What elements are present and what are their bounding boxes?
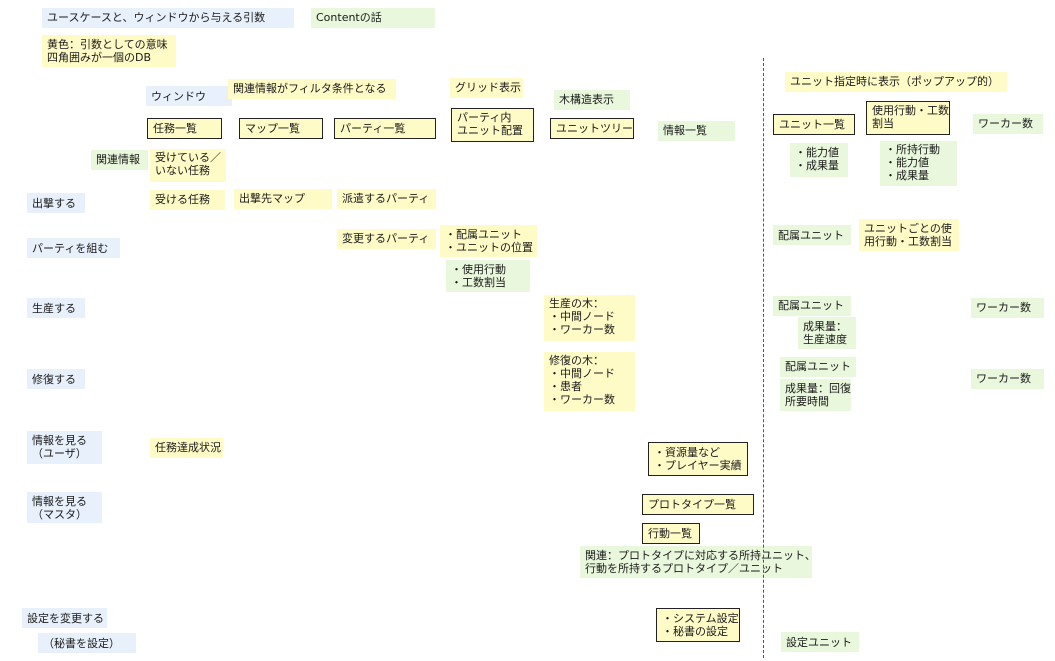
repair-tree-arg: 修復の木： ・中間ノード ・患者 ・ワーカー数 [544,352,635,411]
settings-info: ・システム設定 ・秘書の設定 [656,608,740,642]
worker-count-header: ワーカー数 [973,114,1043,134]
popup-note: ユニット指定時に表示（ポップアップ的） [785,72,1007,92]
form-party-action-info: ・使用行動 ・工数割当 [446,260,530,292]
produce-worker-info: ワーカー数 [971,298,1044,318]
related-action-stats: ・所持行動 ・能力値 ・成果量 [880,141,957,186]
sortie-party-arg: 派遣するパーティ [337,189,436,209]
master-relation-note: 関連：プロトタイプに対応する所持ユニット、 行動を所持するプロトタイプ／ユニット [580,546,816,578]
map-list-table: マップ一覧 [239,118,323,139]
usecase-form-party: パーティを組む [27,238,120,258]
form-party-action-arg: ユニットごとの使 用行動・工数割当 [859,219,959,251]
settings-unit-info: 設定ユニット [781,632,859,652]
usecase-sortie: 出撃する [27,193,85,213]
popup-divider-line [763,58,764,658]
form-party-unit-info: 配属ユニット [773,225,851,245]
usecase-repair: 修復する [27,369,85,389]
related-info-label: 関連情報 [91,150,148,170]
usecase-settings: 設定を変更する [22,608,107,628]
produce-output-info: 成果量： 生産速度 [798,317,856,349]
repair-output-info: 成果量：回復 所要時間 [780,379,851,411]
sortie-quest-arg: 受ける任務 [150,190,225,210]
form-party-party-arg: 変更するパーティ [337,229,436,249]
unit-list-table: ユニット一覧 [773,114,855,135]
form-party-layout-arg: ・配属ユニット ・ユニットの位置 [440,225,537,257]
produce-unit-info: 配属ユニット [773,296,851,316]
tree-display-note: 木構造表示 [554,90,630,110]
content-note: Contentの話 [311,8,435,28]
action-list-table: 行動一覧 [642,523,700,544]
user-info-quest-status: 任務達成状況 [150,438,223,458]
repair-unit-info: 配属ユニット [780,357,856,377]
prototype-list-table: プロトタイプ一覧 [642,494,754,515]
repair-worker-info: ワーカー数 [971,369,1044,389]
produce-tree-arg: 生産の木： ・中間ノード ・ワーカー数 [544,295,635,341]
window-label: ウィンドウ [146,86,232,106]
party-unit-layout-table: パーティ内 ユニット配置 [451,108,534,142]
legend-note: 黄色：引数としての意味 四角囲みが一個のDB [42,35,176,67]
usecase-view-master-info: 情報を見る （マスタ） [27,492,102,523]
party-list-table: パーティ一覧 [334,118,436,139]
usecase-produce: 生産する [27,298,85,318]
related-unit-stats: ・能力値 ・成果量 [790,143,848,177]
unit-tree-table: ユニットツリー [550,118,634,139]
user-info-resources: ・資源量など ・プレイヤー実績 [648,442,748,476]
quest-list-table: 任務一覧 [147,118,222,139]
usecase-settings-sublabel: （秘書を設定） [38,633,136,653]
sortie-map-arg: 出撃先マップ [234,189,332,209]
action-assign-table: 使用行動・工数 割当 [866,101,950,135]
info-list-table: 情報一覧 [658,121,735,141]
grid-display-note: グリッド表示 [450,78,523,98]
related-quest-status: 受けている／ いない任務 [150,149,226,182]
diagram-title: ユースケースと、ウィンドウから与える引数 [42,8,294,28]
usecase-view-user-info: 情報を見る （ユーザ） [27,431,102,464]
related-filter-note: 関連情報がフィルタ条件となる [228,79,396,99]
